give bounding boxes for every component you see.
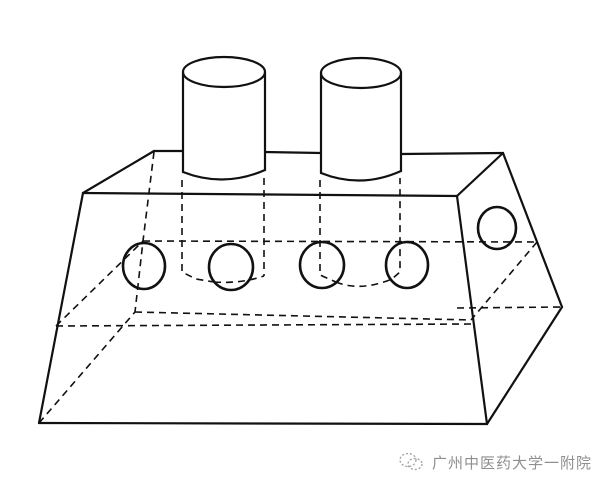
hidden-inner-bottom-line — [134, 311, 472, 321]
wechat-icon — [399, 452, 423, 471]
box-body — [37, 149, 564, 426]
front-hole-3 — [298, 240, 346, 290]
cylinder-right-top-ellipse — [319, 56, 403, 90]
cylinder-left-top-ellipse — [181, 55, 267, 89]
hidden-inner-top-line — [142, 240, 538, 243]
box-right-bottom-edge — [485, 305, 564, 426]
hidden-left-diagonal-upper — [55, 240, 144, 327]
watermark: 广州中医药大学一附院 — [398, 451, 592, 473]
box-front-top-edge — [81, 191, 459, 198]
cylinder-right — [319, 56, 403, 182]
cylinder-left-bottom-arc — [181, 168, 267, 181]
hidden-right-diagonal — [470, 241, 538, 321]
box-right-back-edge — [501, 151, 564, 309]
front-holes — [121, 240, 430, 292]
hidden-front-mid-line — [55, 323, 472, 327]
front-hole-1 — [121, 241, 167, 291]
watermark-text: 广州中医药大学一附院 — [432, 453, 593, 472]
box-top-left-edge — [81, 149, 156, 195]
hidden-cylinder1-walls — [181, 180, 215, 283]
hidden-lines — [38, 151, 563, 424]
hidden-left-diagonal-lower — [38, 311, 136, 424]
box-top-right-edge — [455, 151, 505, 198]
box-front-left-edge — [37, 191, 85, 425]
hidden-cylinder1-bottom — [213, 275, 265, 284]
front-hole-4 — [384, 240, 430, 290]
side-hole — [476, 205, 518, 251]
cylinder-right-bottom-arc — [319, 169, 403, 182]
hidden-right-mid-line — [456, 306, 563, 309]
hidden-cylinder2-bottom — [335, 178, 401, 288]
box-top-back-edge-right — [399, 151, 505, 156]
box-front-right-edge — [455, 194, 489, 426]
front-hole-2 — [207, 242, 255, 292]
cylinder-left — [181, 55, 267, 181]
box-top-back-edge-mid — [262, 150, 323, 155]
box-front-bottom-edge — [37, 421, 489, 426]
